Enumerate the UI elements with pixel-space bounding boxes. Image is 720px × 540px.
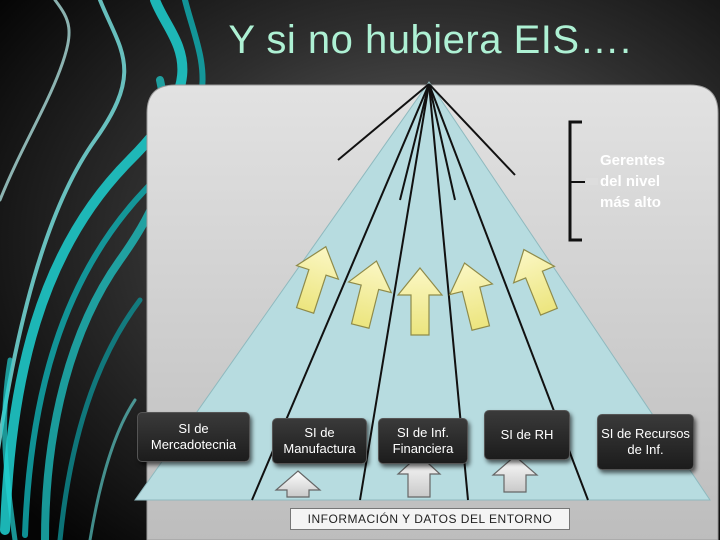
si-mercadotecnia-box: SI de Mercadotecnia (137, 412, 250, 462)
si-recursos-inf-box: SI de Recursos de Inf. (597, 414, 694, 470)
up-arrow-5 (512, 248, 559, 316)
si-mercadotecnia-label: SI de Mercadotecnia (150, 421, 237, 452)
si-manufactura-label: SI de Manufactura (283, 425, 356, 456)
up-arrow-4 (448, 262, 494, 331)
si-financiera-label: SI de Inf. Financiera (392, 425, 454, 456)
top-managers-label: Gerentes del nivel más alto (600, 152, 666, 211)
up-arrow-3 (396, 267, 444, 336)
input-arrow-3 (491, 455, 539, 493)
si-financiera-box: SI de Inf. Financiera (378, 418, 468, 464)
decorative-swirl (0, 0, 206, 540)
input-arrow-2 (396, 454, 442, 498)
top-managers-bracket (568, 120, 585, 242)
si-recursos-inf-label: SI de Recursos de Inf. (601, 426, 690, 457)
si-rh-label: SI de RH (500, 427, 554, 442)
bracket-pointer (586, 178, 598, 185)
si-rh-box: SI de RH (484, 410, 570, 460)
up-arrow-2 (347, 260, 393, 329)
upward-arrows (295, 245, 559, 336)
input-arrow-1 (274, 470, 322, 498)
input-arrows (274, 454, 539, 498)
si-manufactura-box: SI de Manufactura (272, 418, 367, 464)
slide-title: Y si no hubiera EIS…. (228, 18, 632, 62)
environment-info-box: INFORMACIÓN Y DATOS DEL ENTORNO (290, 508, 570, 530)
up-arrow-1 (295, 245, 340, 314)
